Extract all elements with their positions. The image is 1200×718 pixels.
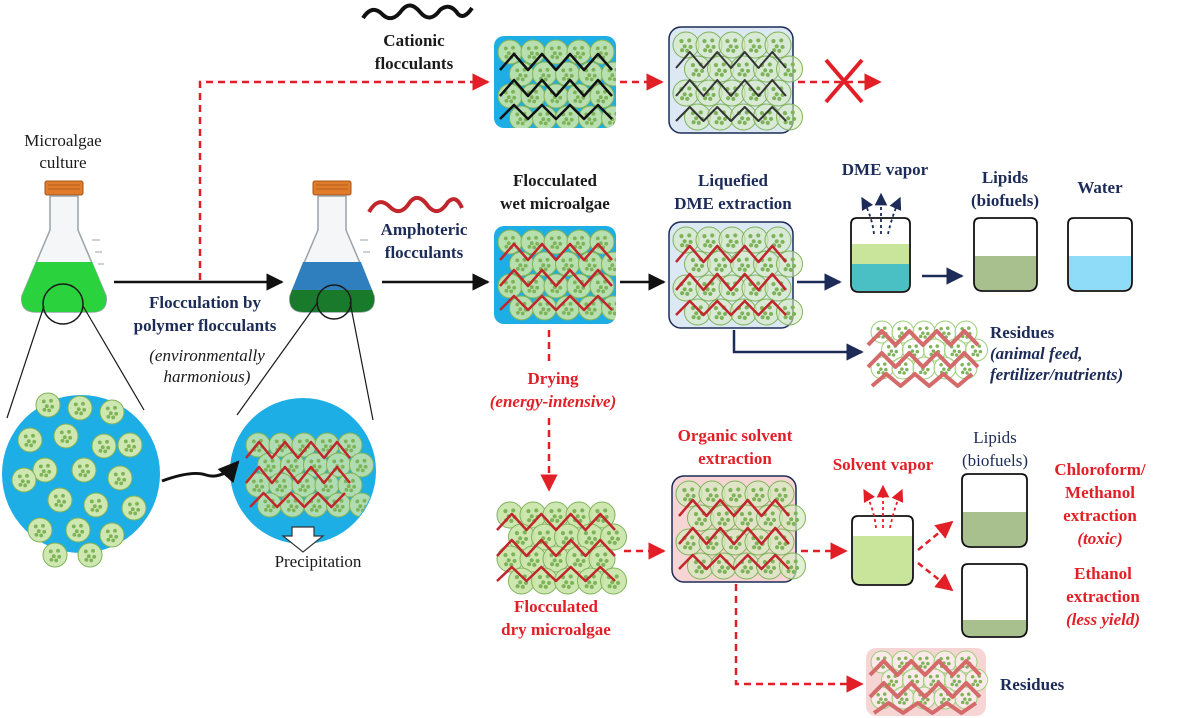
cell-cluster-icon-wet xyxy=(494,226,616,324)
chloroform-label: Chloroform/ xyxy=(1054,460,1146,479)
vial-icon-lipids xyxy=(973,217,1038,292)
water-label: Water xyxy=(1077,178,1123,197)
flocculated-wet-label: Flocculated xyxy=(513,171,598,190)
zoom-circle-left xyxy=(42,283,84,325)
flask-icon-flocculated xyxy=(289,180,375,313)
cross-icon xyxy=(824,58,864,104)
zoom-transition-arrow xyxy=(161,460,240,484)
culture-label: Microalgae xyxy=(24,131,101,150)
flask-icon-culture xyxy=(21,180,107,313)
cell-cluster-icon-dispersed xyxy=(2,392,160,568)
vial-icon-dme xyxy=(850,217,911,293)
dme-vapor-label: DME vapor xyxy=(842,160,929,179)
cell-cluster-icon-residues-bottom xyxy=(866,648,988,716)
residues-use-note: (animal feed, xyxy=(990,344,1083,363)
vial-icon-lipids-ethanol xyxy=(961,563,1028,638)
chloroform-label: extraction xyxy=(1063,506,1137,525)
organic-extraction-label: Organic solvent xyxy=(678,426,793,445)
lipids-label: (biofuels) xyxy=(971,191,1039,210)
environmental-note: harmonious) xyxy=(164,367,251,386)
zoom-line xyxy=(236,301,319,416)
cationic-route-arrow xyxy=(198,73,490,280)
vial-icon-lipids-chloroform xyxy=(961,473,1028,548)
zoom-line xyxy=(349,301,374,421)
lipids-label-2: (biofuels) xyxy=(962,451,1028,470)
polymer-chain-icon-cationic xyxy=(361,3,474,21)
precipitation-label: Precipitation xyxy=(275,552,362,571)
ethanol-label: extraction xyxy=(1066,587,1140,606)
chloroform-note: (toxic) xyxy=(1077,529,1122,548)
culture-label: culture xyxy=(39,153,86,172)
solvent-vapor-label: Solvent vapor xyxy=(833,455,934,474)
cell-cluster-icon-residues-top xyxy=(866,320,988,388)
chloroform-label: Methanol xyxy=(1065,483,1135,502)
dme-extraction-label: Liquefied xyxy=(698,171,768,190)
cell-cluster-icon-cationic-extraction xyxy=(668,26,803,134)
vial-icon-water xyxy=(1067,217,1133,292)
dme-extraction-label: DME extraction xyxy=(674,194,792,213)
cell-cluster-icon-dme xyxy=(668,221,803,329)
drying-note: (energy-intensive) xyxy=(490,392,617,411)
zoom-line xyxy=(82,305,145,411)
to-residues-arrow xyxy=(732,330,864,361)
ethanol-label: Ethanol xyxy=(1074,564,1132,583)
flocculation-label: polymer flocculants xyxy=(134,316,277,335)
to-ethanol-arrow xyxy=(917,562,954,592)
flocculated-dry-label: Flocculated xyxy=(514,597,599,616)
to-chloroform-arrow xyxy=(917,520,954,551)
residues-label: Residues xyxy=(990,323,1055,342)
vial-icon-solvent xyxy=(851,515,914,586)
flocculation-label: Flocculation by xyxy=(149,293,261,312)
ethanol-note: (less yield) xyxy=(1066,610,1140,629)
cell-cluster-icon-organic xyxy=(671,475,806,583)
cationic-label: flocculants xyxy=(375,54,454,73)
vapor-arrows-icon-solvent xyxy=(863,484,904,529)
cationic-label: Cationic xyxy=(383,31,445,50)
zoom-circle-right xyxy=(316,284,352,320)
residues-label-bottom: Residues xyxy=(1000,675,1065,694)
polymer-chain-icon-amphoteric xyxy=(367,195,464,214)
cell-cluster-icon-cationic xyxy=(494,36,616,128)
lipids-label-2: Lipids xyxy=(973,428,1016,447)
lipids-label: Lipids xyxy=(982,168,1029,187)
organic-extraction-label: extraction xyxy=(698,449,772,468)
amphoteric-label: flocculants xyxy=(385,243,464,262)
zoom-line xyxy=(6,305,45,419)
residues-use-note: fertilizer/nutrients) xyxy=(990,365,1123,384)
amphoteric-label: Amphoteric xyxy=(381,220,468,239)
to-residues-bottom-arrow xyxy=(734,584,864,693)
cell-cluster-icon-dry xyxy=(496,501,627,595)
cell-cluster-icon-flocculated xyxy=(230,398,376,553)
flocculated-wet-label: wet microalgae xyxy=(500,194,610,213)
drying-label: Drying xyxy=(528,369,580,388)
vapor-arrows-icon-dme xyxy=(861,192,902,235)
precipitation-arrow-icon xyxy=(281,526,325,553)
environmental-note: (environmentally xyxy=(149,346,265,365)
flocculated-dry-label: dry microalgae xyxy=(501,620,611,639)
